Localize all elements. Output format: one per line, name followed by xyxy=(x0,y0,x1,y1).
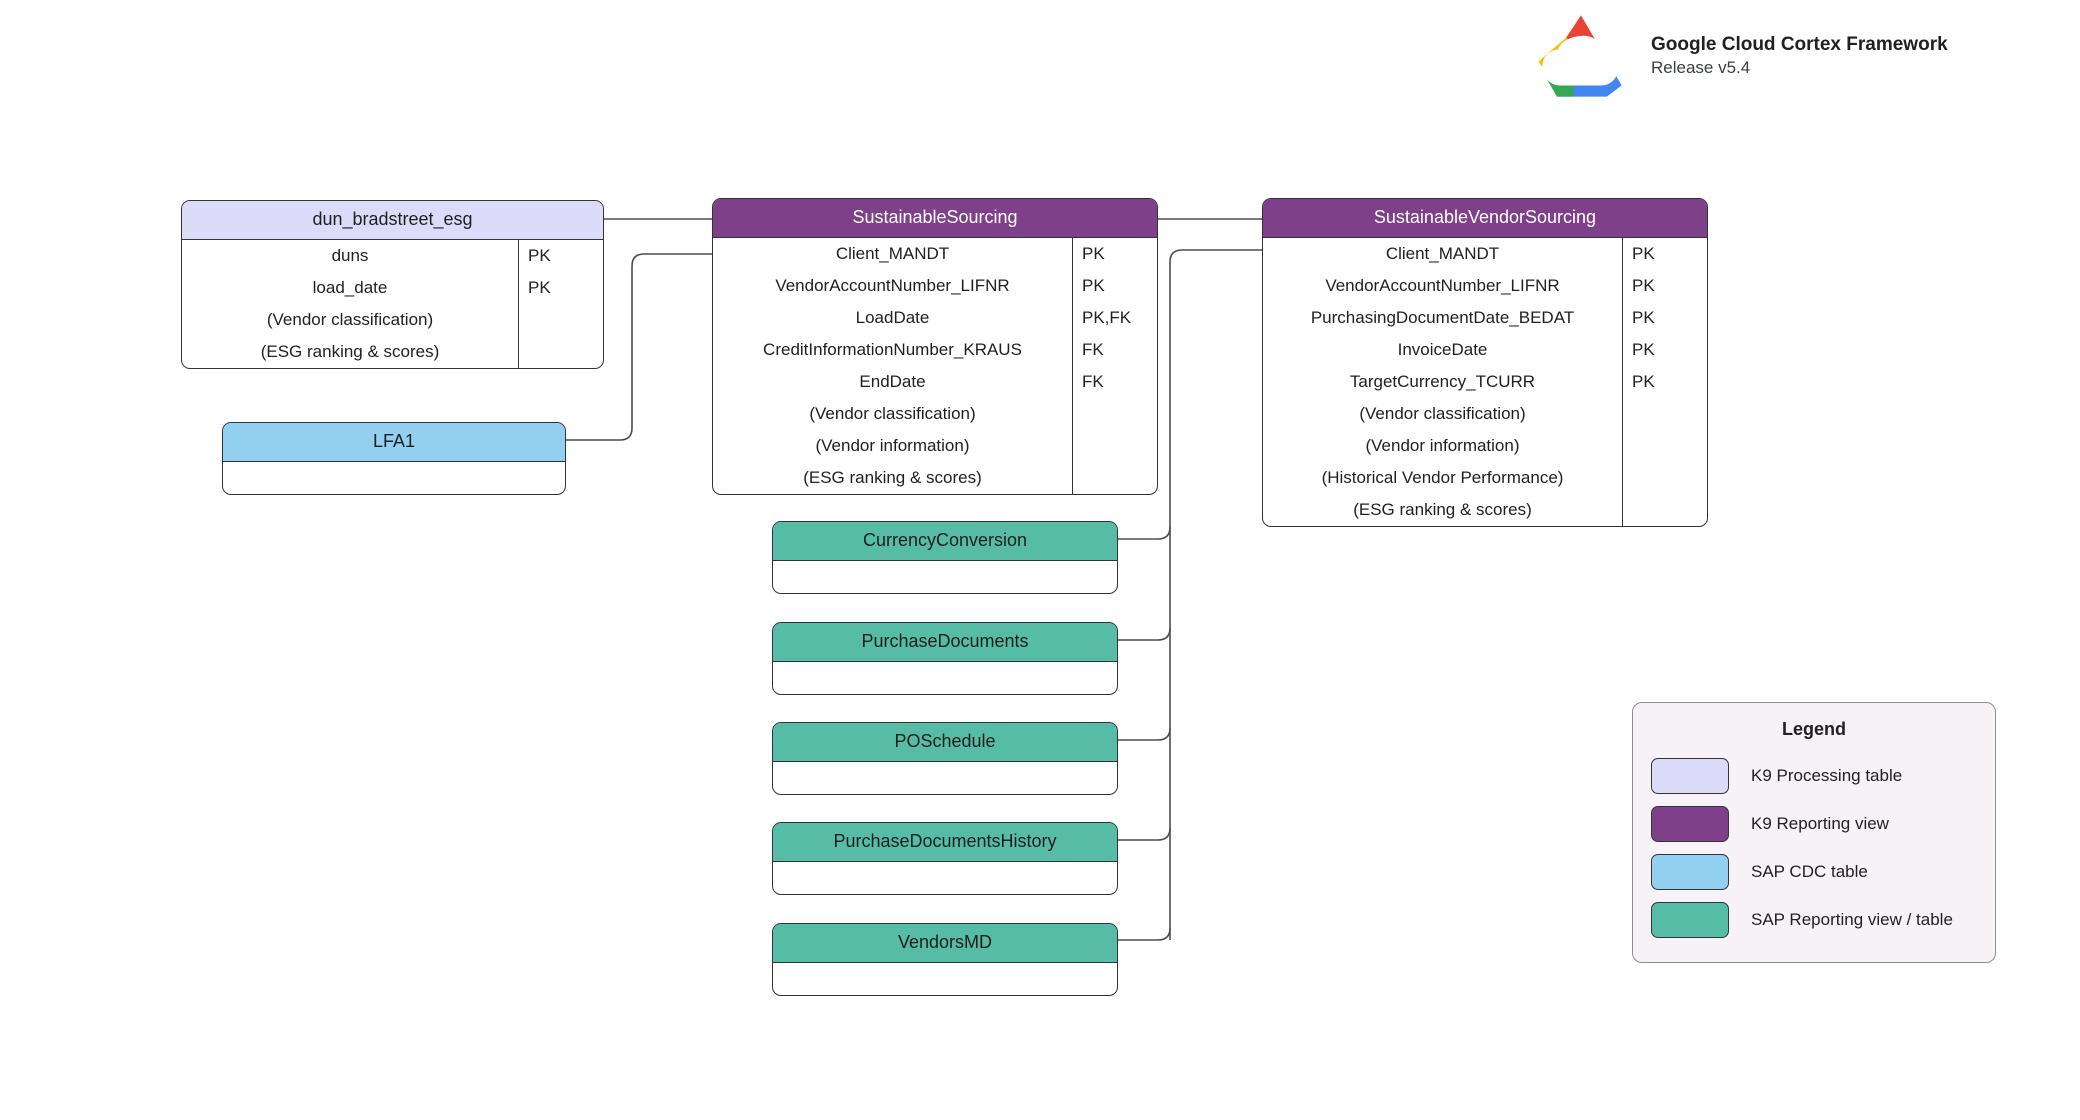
key-column: PK PK PK PK PK xyxy=(1622,238,1707,526)
entity-empty-body xyxy=(223,462,565,494)
legend: Legend K9 Processing table K9 Reporting … xyxy=(1632,702,1996,963)
legend-title: Legend xyxy=(1781,719,1846,739)
key-column: PK PK xyxy=(518,240,603,368)
field-row: (Vendor information) xyxy=(1365,436,1520,455)
field-row: EndDate xyxy=(859,372,926,391)
entity-empty-body xyxy=(773,862,1117,894)
entity-dun-bradstreet-esg[interactable]: dun_bradstreet_esg duns load_date (Vendo… xyxy=(181,200,604,369)
entity-title: dun_bradstreet_esg xyxy=(182,201,603,240)
entity-sustainable-sourcing[interactable]: SustainableSourcing Client_MANDT VendorA… xyxy=(712,198,1158,495)
key-row xyxy=(1623,430,1707,462)
brand-header: Google Cloud Cortex Framework Release v5… xyxy=(1525,8,1948,104)
field-row: CreditInformationNumber_KRAUS xyxy=(763,340,1022,359)
key-row: PK xyxy=(1632,276,1655,295)
entity-empty-body xyxy=(773,662,1117,694)
entity-vendors-md[interactable]: VendorsMD xyxy=(772,923,1118,996)
key-row: PK xyxy=(1632,340,1655,359)
entity-po-schedule[interactable]: POSchedule xyxy=(772,722,1118,795)
entity-currency-conversion[interactable]: CurrencyConversion xyxy=(772,521,1118,594)
key-row: PK xyxy=(1082,244,1105,263)
entity-empty-body xyxy=(773,561,1117,593)
key-row: PK xyxy=(1632,244,1655,263)
entity-title: CurrencyConversion xyxy=(773,522,1117,561)
field-row: VendorAccountNumber_LIFNR xyxy=(1325,276,1560,295)
key-row: PK xyxy=(1632,372,1655,391)
entity-purchase-documents-history[interactable]: PurchaseDocumentsHistory xyxy=(772,822,1118,895)
wire-poschedule-to-trunk xyxy=(1118,727,1171,741)
key-row: PK,FK xyxy=(1082,308,1132,327)
field-row: (Vendor classification) xyxy=(266,310,434,329)
legend-swatch xyxy=(1651,854,1729,890)
google-cloud-logo-icon xyxy=(1538,15,1622,97)
entity-title: PurchaseDocumentsHistory xyxy=(773,823,1117,862)
entity-empty-body xyxy=(773,762,1117,794)
legend-swatch xyxy=(1651,758,1729,794)
entity-sustainable-vendor-sourcing[interactable]: SustainableVendorSourcing Client_MANDT V… xyxy=(1262,198,1708,527)
key-row: FK xyxy=(1082,340,1104,359)
field-row: InvoiceDate xyxy=(1397,340,1488,359)
field-column: Client_MANDT VendorAccountNumber_LIFNR P… xyxy=(1263,238,1622,526)
wire-purchasedocuments-to-trunk xyxy=(1118,627,1171,641)
legend-label: K9 Reporting view xyxy=(1751,814,1889,833)
entity-lfa1[interactable]: LFA1 xyxy=(222,422,566,495)
key-row: PK xyxy=(1082,276,1105,295)
legend-label: K9 Processing table xyxy=(1751,766,1903,785)
key-row xyxy=(1073,462,1157,494)
legend-swatch xyxy=(1651,806,1729,842)
key-row xyxy=(1623,462,1707,494)
field-row: Client_MANDT xyxy=(1385,244,1500,263)
key-row: FK xyxy=(1082,372,1104,391)
wire-purchasedocumentshistory-to-trunk xyxy=(1118,827,1171,841)
key-row xyxy=(1073,430,1157,462)
legend-item-sap-reporting-view: SAP Reporting view / table xyxy=(1651,896,1977,944)
key-row xyxy=(1623,398,1707,430)
key-row xyxy=(1073,398,1157,430)
key-column: PK PK PK,FK FK FK xyxy=(1072,238,1157,494)
entity-title: SustainableVendorSourcing xyxy=(1263,199,1707,238)
field-row: (Historical Vendor Performance) xyxy=(1321,468,1564,487)
legend-item-k9-reporting-view: K9 Reporting view xyxy=(1651,800,1977,848)
entity-title: SustainableSourcing xyxy=(713,199,1157,238)
legend-label: SAP Reporting view / table xyxy=(1751,910,1953,929)
field-row: LoadDate xyxy=(855,308,930,327)
field-row: TargetCurrency_TCURR xyxy=(1349,372,1536,391)
brand-release: Release v5.4 xyxy=(1651,58,1751,78)
key-row xyxy=(519,304,603,336)
field-column: duns load_date (Vendor classification) (… xyxy=(182,240,518,368)
entity-title: VendorsMD xyxy=(773,924,1117,963)
brand-title: Google Cloud Cortex Framework xyxy=(1651,33,1948,55)
field-row: (ESG ranking & scores) xyxy=(1353,500,1532,519)
wire-vendorsmd-to-trunk xyxy=(1118,927,1171,941)
key-row: PK xyxy=(528,278,551,297)
field-column: Client_MANDT VendorAccountNumber_LIFNR L… xyxy=(713,238,1072,494)
field-row: PurchasingDocumentDate_BEDAT xyxy=(1310,308,1575,327)
wire-trunk-vendorsourcing xyxy=(1169,249,1262,940)
entity-title: POSchedule xyxy=(773,723,1117,762)
entity-purchase-documents[interactable]: PurchaseDocuments xyxy=(772,622,1118,695)
legend-label: SAP CDC table xyxy=(1751,862,1868,881)
field-row: (Vendor information) xyxy=(815,436,970,455)
field-row: (Vendor classification) xyxy=(809,404,976,423)
wire-currencyconversion-to-trunk xyxy=(1118,526,1171,540)
key-row xyxy=(1623,494,1707,526)
field-row: VendorAccountNumber_LIFNR xyxy=(775,276,1010,295)
field-row: load_date xyxy=(312,278,388,297)
key-row: PK xyxy=(528,246,551,265)
field-row: Client_MANDT xyxy=(835,244,950,263)
field-row: (ESG ranking & scores) xyxy=(260,342,440,361)
field-row: (ESG ranking & scores) xyxy=(803,468,982,487)
legend-item-sap-cdc-table: SAP CDC table xyxy=(1651,848,1977,896)
key-row xyxy=(519,336,603,368)
field-row: duns xyxy=(331,246,369,265)
legend-item-k9-processing-table: K9 Processing table xyxy=(1651,752,1977,800)
entity-empty-body xyxy=(773,963,1117,995)
entity-title: PurchaseDocuments xyxy=(773,623,1117,662)
field-row: (Vendor classification) xyxy=(1359,404,1526,423)
key-row: PK xyxy=(1632,308,1655,327)
legend-swatch xyxy=(1651,902,1729,938)
entity-title: LFA1 xyxy=(223,423,565,462)
